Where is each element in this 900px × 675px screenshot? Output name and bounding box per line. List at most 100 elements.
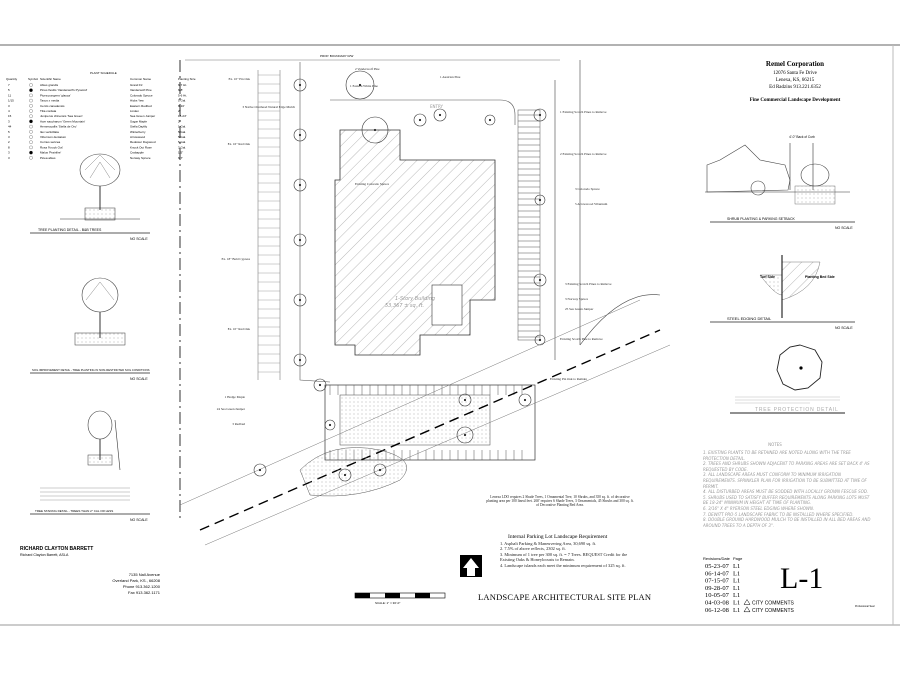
schedule-header: Symbol (28, 77, 38, 81)
tree-protection-detail: TREE PROTECTION DETAIL (730, 344, 845, 414)
plant-callout-label: 2 Existing Scotch Pines to Remove (560, 152, 607, 156)
site-plan-title: LANDSCAPE ARCHITECTURAL SITE PLAN (478, 592, 651, 602)
tree-symbol-icon (361, 116, 389, 144)
tree-symbol-icon (534, 334, 546, 346)
schedule-common-name: Norway Spruce (130, 156, 151, 160)
schedule-quantity: 3 (8, 151, 10, 155)
plant-symbol-icon (29, 114, 33, 118)
schedule-scientific-name: Abies grandis (40, 83, 59, 87)
schedule-scientific-name: Acer saccharum 'Green Mountain' (40, 119, 86, 123)
schedule-scientific-name: Rosa 'Knock Out' (40, 145, 63, 149)
setback-dimension: 4'-0" Back of Curb (789, 135, 815, 139)
schedule-quantity: 3 (8, 119, 10, 123)
designer-city: Overland Park, KS., 66208 (112, 578, 160, 583)
title-block: Remel Corporation 12076 Santa Fe Drive L… (750, 60, 841, 103)
site-plan: PROP. BOUNDARY R/W 1-Story Building 53,3… (179, 54, 671, 605)
schedule-size: 5 Gal. (178, 135, 186, 139)
planting-bed-side-label: Planting Bed Side (805, 275, 835, 279)
plant-callout-label: 5 Arrowwood Viburnum (575, 202, 608, 206)
plant-callout-label: 1 Hedge Maple (225, 395, 246, 399)
plant-callout-label: 1 Austrian Pine (440, 75, 461, 79)
plant-callout-label: 2 Vanderwolf Pine (355, 67, 380, 71)
designer-subtitle: Richard Clayton Barrett, ASLA (20, 553, 69, 557)
tree-symbol-icon (456, 426, 474, 444)
designer-name: RICHARD CLAYTON BARRETT (20, 546, 93, 552)
schedule-common-name: Crabapple (130, 151, 144, 155)
plant-callout-label: Ex. 10" Red Oak (228, 327, 251, 331)
no-scale-label: NO SCALE (835, 226, 853, 230)
shrub-setback-detail: 4'-0" Back of Curb SHRUB PLANTING & PARK… (705, 135, 855, 230)
plant-symbol-icon (29, 145, 33, 150)
revision-page: L1 (733, 592, 740, 599)
notes: NOTES (768, 442, 782, 447)
schedule-size: 5 Gal. (178, 130, 186, 134)
steel-edging-detail: Turf Side Planting Bed Side STEEL EDGING… (710, 255, 855, 330)
schedule-common-name: Knock Out Rose (130, 145, 152, 149)
tree-protection-title: TREE PROTECTION DETAIL (755, 407, 839, 413)
tree-symbol-icon (313, 378, 327, 392)
parking-requirement-item: 3. Minimum of 1 tree per 300 sq. ft. = 7… (500, 551, 628, 563)
turf-side-label: Turf Side (760, 275, 775, 279)
tree-planting-detail-title: TREE PLANTING DETAIL - B&B TREES (38, 228, 102, 232)
schedule-size: 5-6 Ht. (178, 93, 187, 97)
company-address-line2: Lenexa, KS, 66215 (776, 78, 815, 83)
designer-block: RICHARD CLAYTON BARRETT Richard Clayton … (20, 546, 161, 595)
plant-callout-label: Existing Scotch Pine to Remove (560, 337, 603, 341)
schedule-scientific-name: Juniperus chinensis 'Sea Green' (40, 114, 83, 118)
schedule-common-name: Vanderwolf Pine (130, 88, 152, 92)
note-item: 5. SHRUBS USED TO SATISFY BUFFER REQUIRE… (703, 494, 870, 506)
parking-requirement-item: 4. Landscape islands each meet the minim… (500, 562, 626, 568)
plant-callout-label: 25 Sea Green Juniper (565, 307, 594, 311)
tree-symbol-icon (433, 108, 447, 122)
schedule-size: 2" (178, 109, 181, 113)
plant-callout-label: 3 Native Overhead Natural Edge Mulch (242, 105, 295, 109)
scale-label: SCALE: 1" = 30'-0" (375, 601, 400, 605)
revision-page: L1 (733, 607, 740, 614)
tree-symbol-icon (345, 70, 375, 100)
plant-schedule: PLANT SCHEDULE Quantity Symbol Scientifi… (6, 71, 196, 160)
note-item: 3. ALL LANDSCAPE AREAS MUST CONFORM TO M… (703, 472, 867, 489)
schedule-scientific-name: Hemerocallis 'Stella de Oro' (40, 125, 77, 129)
soil-improvement-detail: SOIL IMPROVEMENT DETAIL - TREE PLANTING … (30, 277, 150, 381)
revision-page: L1 (733, 600, 740, 607)
tree-symbol-icon (534, 194, 546, 206)
tree-symbol-icon (413, 113, 427, 127)
schedule-scientific-name: Malus 'Prairifire' (40, 151, 62, 155)
company-contact: Ed Radzins 913.221.6352 (769, 85, 821, 90)
schedule-common-name: Grand Fir (130, 83, 143, 87)
schedule-scientific-name: Pinus flexilis 'Vanderwolf's Pyramid' (40, 88, 88, 92)
plant-callout-label: 1 Existing Scotch Pines to Remove (560, 110, 607, 114)
schedule-quantity: 8 (8, 145, 10, 149)
plant-callout-label: 3 Colorado Spruce (575, 187, 600, 191)
revision-date: 06-12-08 (705, 607, 729, 614)
schedule-quantity: 11 (8, 93, 11, 97)
schedule-size: 2" (178, 119, 181, 123)
revision-date: 04-03-08 (705, 600, 729, 607)
revision-date: 05-23-07 (705, 563, 730, 570)
revision-date: 09-28-07 (705, 585, 730, 592)
note-item: 8. DOUBLE GROUND HARDWOOD MULCH TO BE IN… (703, 517, 871, 528)
schedule-common-name: Sea Green Juniper (130, 114, 155, 118)
schedule-size: 6-7' (178, 156, 183, 160)
schedule-quantity: 2 (8, 140, 10, 144)
tree-symbol-icon (533, 108, 547, 122)
schedule-common-name: Winterberry (130, 130, 146, 134)
plant-symbol-icon (29, 130, 33, 134)
schedule-quantity: 1/15 (8, 99, 14, 103)
revision-date: 10-05-07 (705, 592, 730, 599)
north-arrow-icon (460, 555, 482, 577)
schedule-scientific-name: Cercis canadensis (40, 104, 65, 108)
